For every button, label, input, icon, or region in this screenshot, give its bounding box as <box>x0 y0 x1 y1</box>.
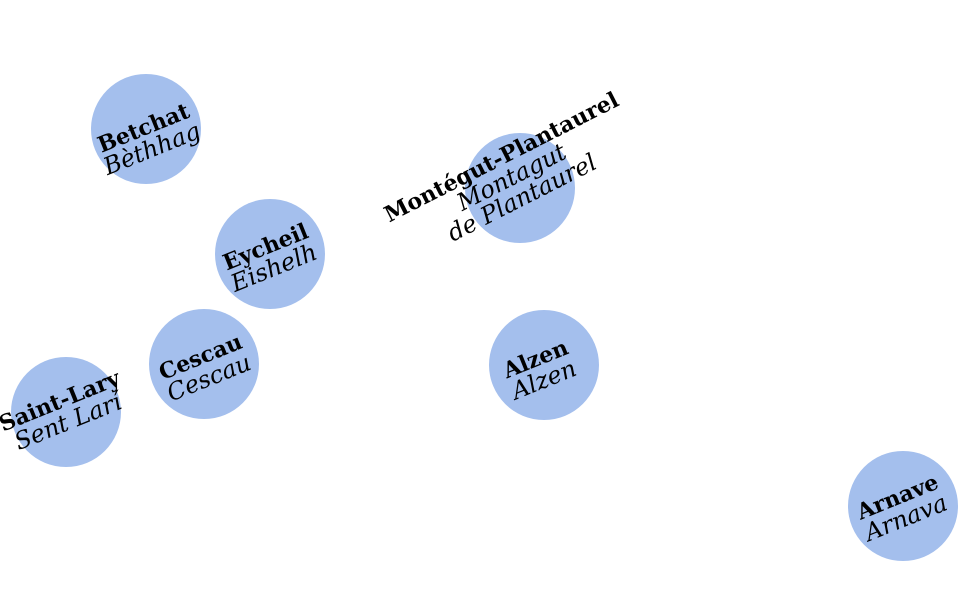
place-marker-cescau[interactable] <box>149 309 259 419</box>
place-label-betchat: Betchat Bèthhag <box>94 98 260 181</box>
place-label-montegut-plantaurel: Montégut-Plantaurel Montagut de Plantaur… <box>380 60 774 247</box>
place-marker-arnave[interactable] <box>848 451 958 561</box>
place-marker-betchat[interactable] <box>91 74 201 184</box>
place-marker-saint-lary[interactable] <box>11 357 121 467</box>
place-label-alzen: Alzen Alzen <box>499 335 620 412</box>
place-label-saint-lary: Saint-Lary Sent Larí <box>0 364 199 456</box>
place-marker-montegut-plantaurel[interactable] <box>465 133 575 243</box>
place-marker-eycheil[interactable] <box>215 199 325 309</box>
place-marker-alzen[interactable] <box>489 310 599 420</box>
